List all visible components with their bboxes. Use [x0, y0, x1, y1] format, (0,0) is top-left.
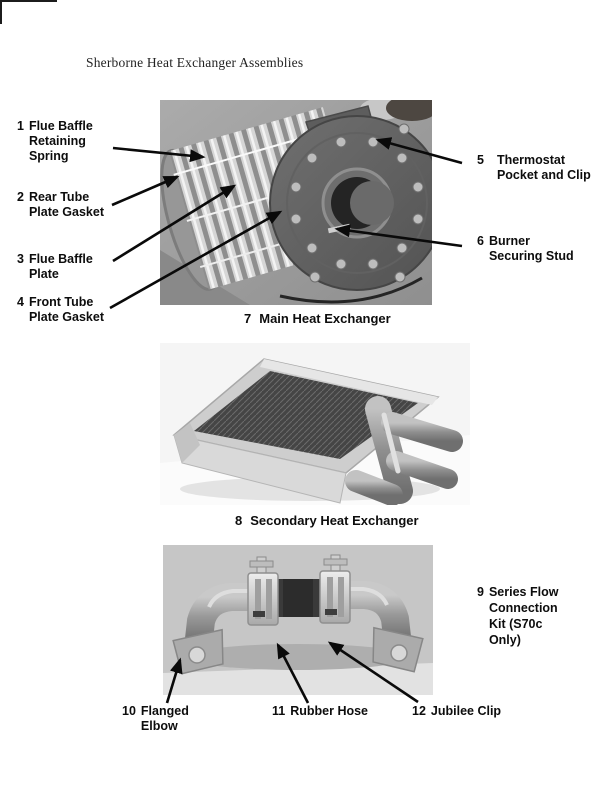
background-object-dark: [386, 100, 432, 121]
callout-number: 2: [17, 190, 24, 204]
scan-artifact-left: [0, 0, 2, 24]
caption-text: Main Heat Exchanger: [259, 311, 391, 326]
caption-secondary-heat-exchanger: 8 Secondary Heat Exchanger: [235, 513, 419, 528]
callout-text: Rubber Hose: [290, 704, 369, 718]
flange-bolts: [290, 123, 424, 283]
callout-series-flow-connection-kit: 9 Series Flow Connection Kit (S70c Only): [477, 584, 558, 648]
callout-flanged-elbow: 10 Flanged Elbow: [122, 704, 189, 734]
casing-corner: [174, 423, 200, 463]
callout-text: Flanged Elbow: [140, 704, 189, 733]
callout-number: 10: [122, 704, 136, 718]
caption-main-heat-exchanger: 7 Main Heat Exchanger: [244, 311, 391, 326]
callout-text: Series Flow Connection Kit (S70c Only): [488, 585, 559, 647]
callout-text: Front Tube Plate Gasket: [28, 295, 104, 324]
callout-rubber-hose: 11 Rubber Hose: [272, 704, 368, 719]
jubilee-clip-left: [247, 556, 279, 626]
callout-number: 6: [477, 234, 484, 248]
caption-text: Secondary Heat Exchanger: [250, 513, 419, 528]
flanged-elbow-left: [172, 583, 279, 675]
rubber-hose-band: [283, 579, 313, 617]
callout-thermostat-pocket-and-clip: 5 Thermostat Pocket and Clip: [477, 153, 591, 183]
callout-number: 9: [477, 585, 484, 599]
callout-text: Flue Baffle Retaining Spring: [28, 119, 93, 163]
callout-number: 5: [477, 153, 484, 167]
callout-text: Jubilee Clip: [430, 704, 502, 718]
callout-number: 3: [17, 252, 24, 266]
callout-number: 11: [272, 704, 286, 718]
callout-text: Flue Baffle Plate: [28, 252, 93, 281]
casing-front: [173, 434, 347, 504]
water-pipes: [345, 396, 463, 505]
secondary-heat-exchanger-photo: [160, 343, 470, 505]
series-flow-connection-kit-photo: [163, 545, 433, 695]
callout-rear-tube-plate-gasket: 2 Rear Tube Plate Gasket: [17, 190, 104, 220]
callout-flue-baffle-retaining-spring: 1 Flue Baffle Retaining Spring: [17, 119, 93, 164]
cable-shadow: [279, 276, 423, 304]
callout-number: 4: [17, 295, 24, 309]
callout-text: Rear Tube Plate Gasket: [28, 190, 104, 219]
page-title: Sherborne Heat Exchanger Assemblies: [86, 55, 304, 70]
caption-number: 8: [235, 513, 243, 528]
callout-flue-baffle-plate: 3 Flue Baffle Plate: [17, 252, 93, 282]
callout-jubilee-clip: 12 Jubilee Clip: [412, 704, 501, 719]
callout-text: Burner Securing Stud: [488, 234, 574, 263]
callout-front-tube-plate-gasket: 4 Front Tube Plate Gasket: [17, 295, 104, 325]
callout-text: Thermostat Pocket and Clip: [496, 153, 591, 182]
callout-number: 1: [17, 119, 24, 133]
fin-matrix: [194, 371, 418, 459]
main-heat-exchanger-photo: [160, 100, 432, 305]
scan-artifact-top: [0, 0, 57, 2]
callout-burner-securing-stud: 6 Burner Securing Stud: [477, 234, 574, 264]
jubilee-clip-right: [319, 554, 351, 624]
frame-top-rail: [260, 359, 438, 405]
callout-number: 12: [412, 704, 426, 718]
caption-number: 7: [244, 311, 252, 326]
